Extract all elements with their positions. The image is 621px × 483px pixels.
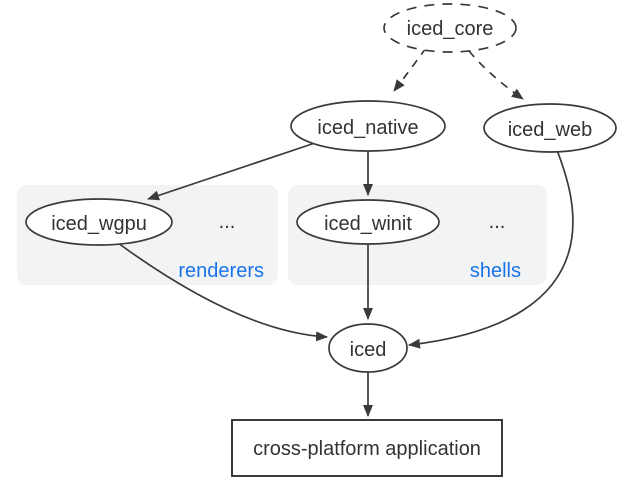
- renderers-ellipsis: ...: [219, 211, 236, 233]
- node-iced-web: [483, 103, 617, 153]
- node-iced-core: [383, 3, 517, 53]
- edge-iced-core-to-iced-web: [468, 50, 524, 100]
- node-iced-label: iced: [350, 339, 387, 361]
- edge-iced-wgpu-to-iced: [117, 242, 328, 342]
- edge-iced-core-to-iced-native: [393, 47, 427, 92]
- node-iced-winit: [296, 199, 440, 245]
- edge-iced-web-to-iced: [408, 149, 574, 349]
- node-iced: [328, 323, 408, 373]
- edge-iced-native-to-iced-wgpu: [147, 142, 316, 201]
- node-application-label: cross-platform application: [253, 438, 481, 460]
- shells-group-label: shells: [470, 260, 521, 282]
- node-iced-wgpu: [25, 198, 173, 246]
- shells-ellipsis: ...: [489, 211, 506, 233]
- node-application: [231, 419, 503, 477]
- node-iced-web-label: iced_web: [508, 119, 593, 141]
- node-iced-wgpu-label: iced_wgpu: [51, 213, 147, 235]
- node-iced-native-label: iced_native: [317, 117, 418, 139]
- renderers-group-label: renderers: [178, 260, 264, 282]
- node-iced-native: [290, 100, 446, 152]
- node-iced-winit-label: iced_winit: [324, 213, 412, 235]
- node-iced-core-label: iced_core: [407, 18, 494, 40]
